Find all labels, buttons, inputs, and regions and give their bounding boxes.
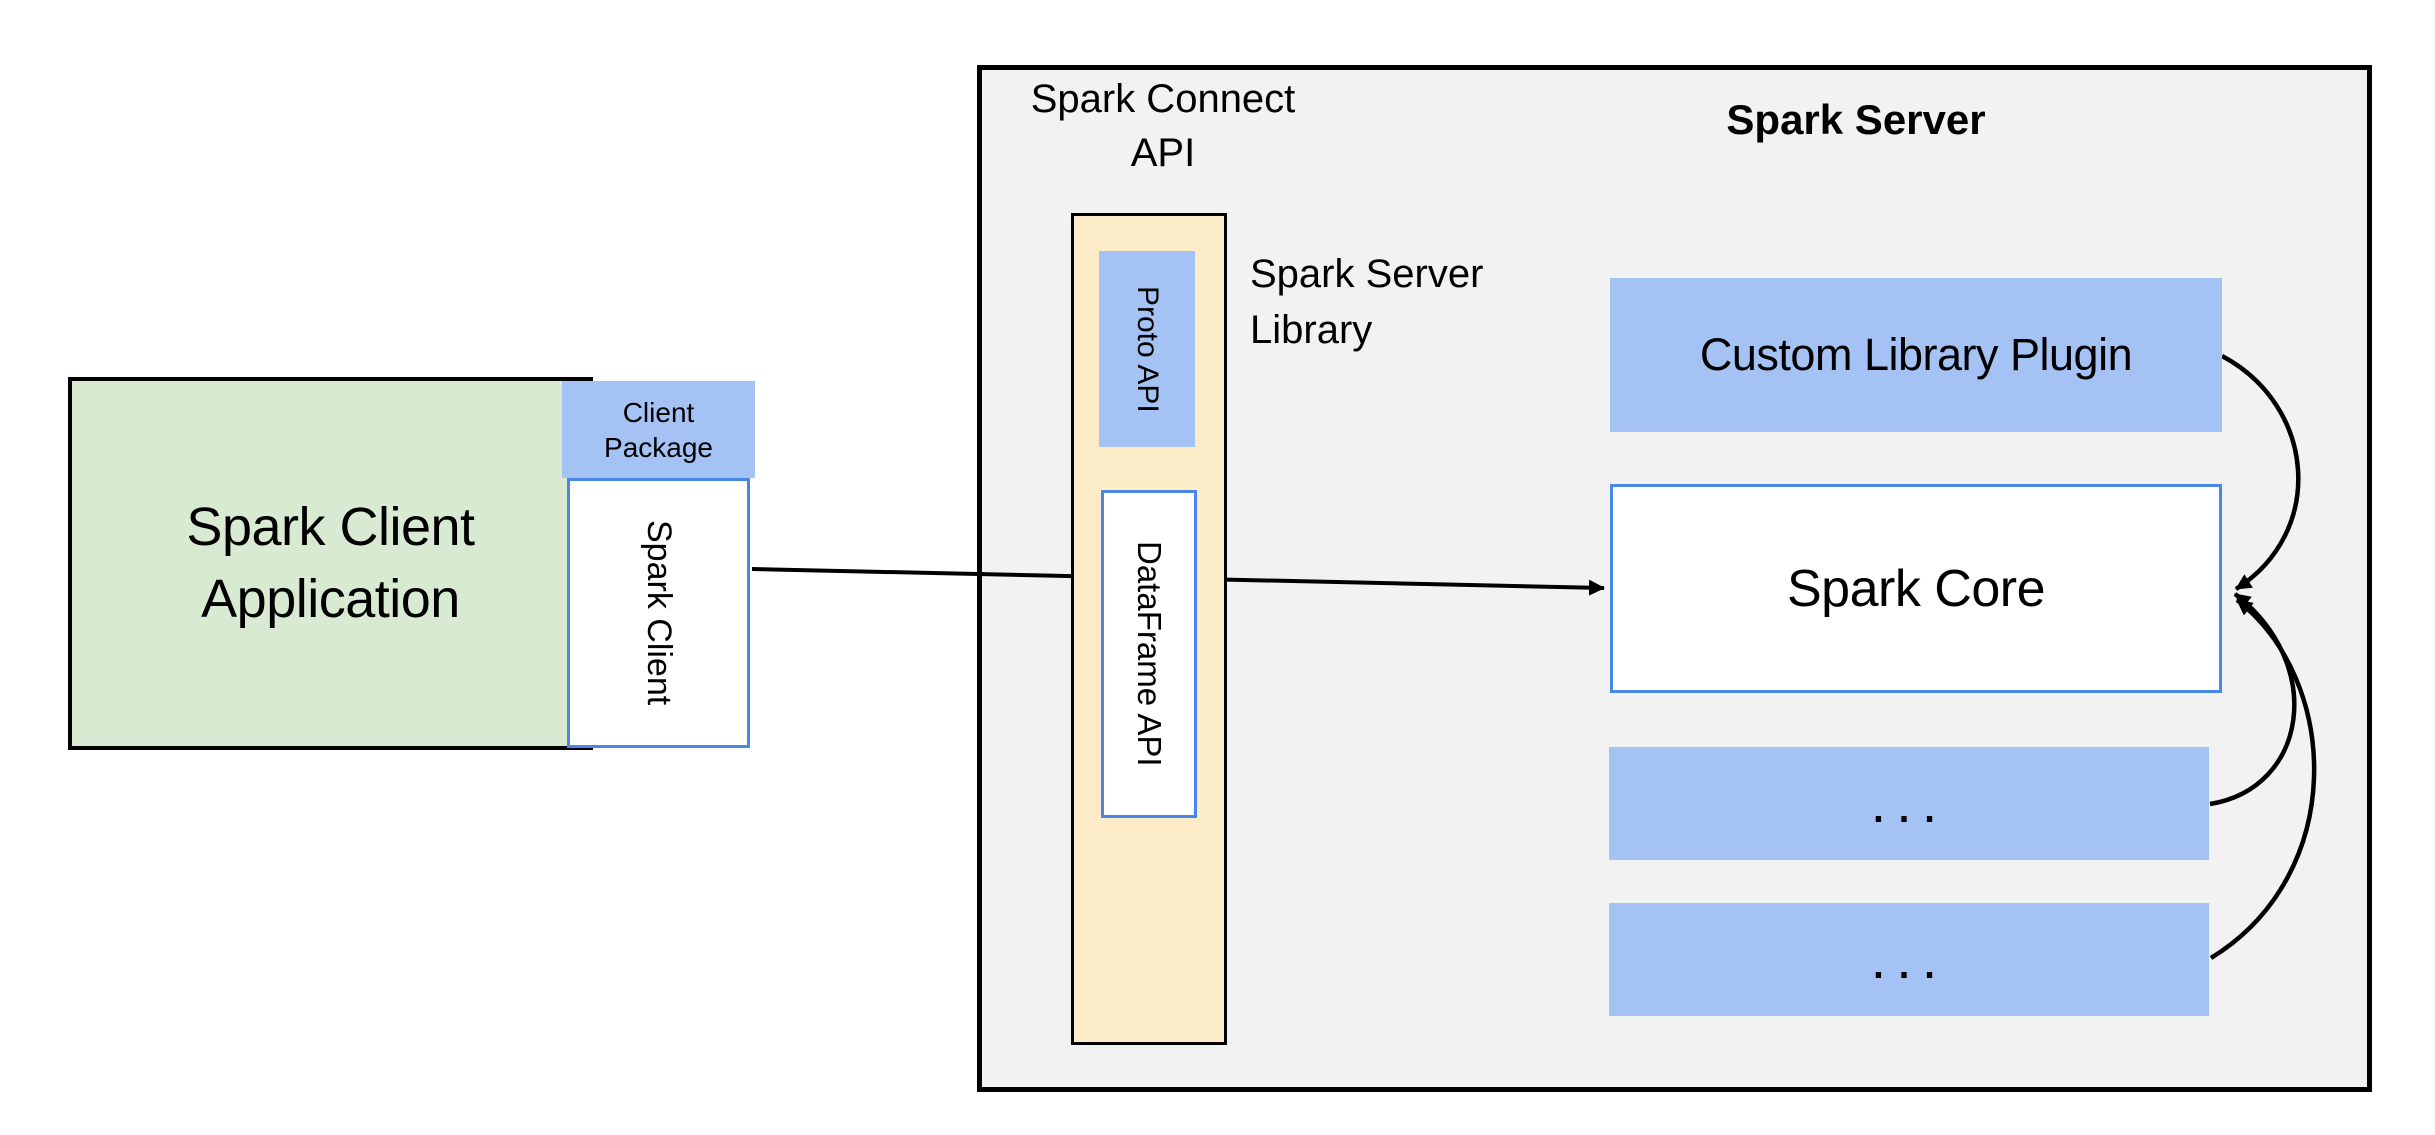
spark-client-application-box: Spark Client Application: [68, 377, 593, 750]
plugin-more-box-1-label: ...: [1870, 771, 1948, 835]
plugin-more-box-2: ...: [1609, 903, 2209, 1016]
spark-core-label: Spark Core: [1787, 559, 2046, 618]
custom-library-plugin-box: Custom Library Plugin: [1610, 278, 2222, 432]
plugin-more-box-2-label: ...: [1870, 927, 1948, 991]
spark-core-box: Spark Core: [1610, 484, 2222, 693]
spark-server-library-label: Spark Server Library: [1250, 252, 1484, 352]
plugin-more-box-1: ...: [1609, 747, 2209, 860]
spark-client-box: Spark Client: [567, 478, 750, 748]
spark-connect-api-title: Spark Connect API: [1030, 77, 1296, 175]
dataframe-api-box: DataFrame API: [1101, 490, 1197, 818]
custom-library-plugin-label: Custom Library Plugin: [1699, 329, 2133, 380]
proto-api-box: Proto API: [1099, 251, 1195, 447]
client-package-box: Client Package: [562, 381, 755, 478]
spark-server-title: Spark Server: [1726, 96, 1986, 143]
dataframe-api-label: DataFrame API: [1131, 541, 1168, 767]
client-package-label: Client Package: [604, 396, 713, 463]
spark-client-label: Spark Client: [640, 520, 678, 706]
spark-client-application-label: Spark Client Application: [186, 497, 475, 629]
proto-api-label: Proto API: [1131, 285, 1164, 413]
